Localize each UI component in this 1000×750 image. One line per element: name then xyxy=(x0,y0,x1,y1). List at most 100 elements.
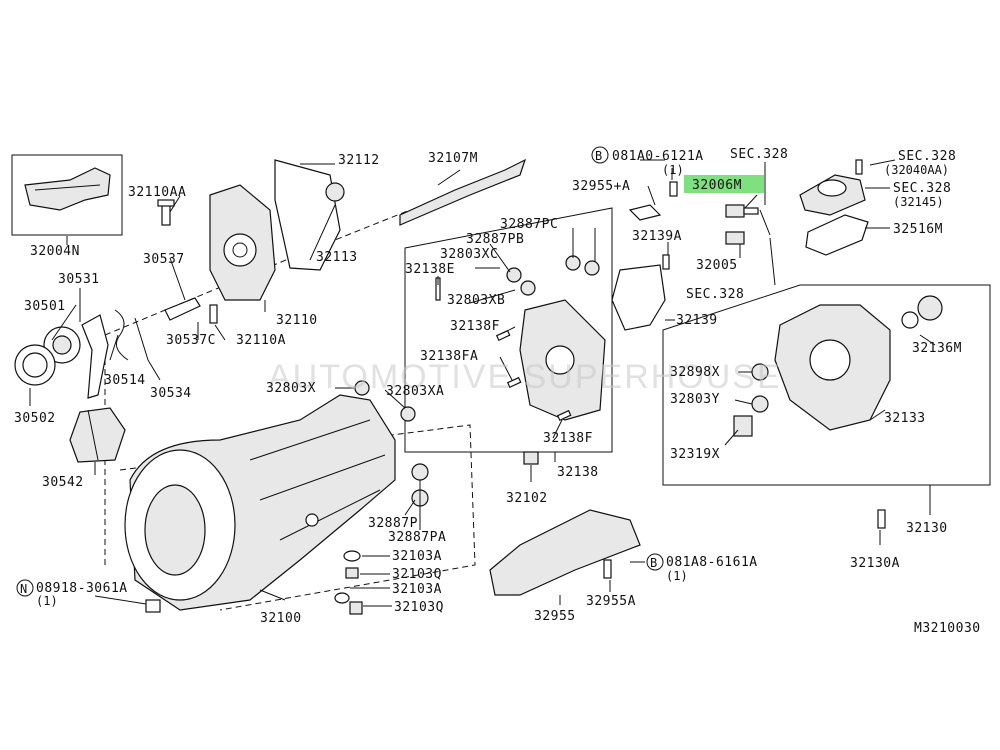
label-32955: 32955 xyxy=(534,609,576,624)
label-32004N: 32004N xyxy=(30,244,80,259)
circle-N-08918: N xyxy=(16,579,34,597)
label-32803Y: 32803Y xyxy=(670,392,720,407)
label-32138: 32138 xyxy=(557,465,599,480)
washer-32103A-a xyxy=(343,550,361,562)
adapter-plate-32138 xyxy=(519,299,606,421)
label-32103Q-b: 32103Q xyxy=(394,600,444,615)
transmission-housing-32100 xyxy=(124,394,396,611)
gasket-32112 xyxy=(274,159,341,271)
label-32110: 32110 xyxy=(276,313,318,328)
nut-08918 xyxy=(145,599,161,613)
label-32110A: 32110A xyxy=(236,333,286,348)
box-32130-group xyxy=(662,284,991,486)
cover-sec328 xyxy=(799,174,866,216)
label-30501: 30501 xyxy=(24,299,66,314)
pin-32138F-b xyxy=(556,409,572,422)
label-32103A-b: 32103A xyxy=(392,582,442,597)
seal-32136M xyxy=(901,295,943,329)
bushing-32803XA xyxy=(400,406,416,422)
label-32887PA: 32887PA xyxy=(388,530,446,545)
label-32803XA: 32803XA xyxy=(386,384,444,399)
label-32100: 32100 xyxy=(260,611,302,626)
label-32955A: 32955A xyxy=(586,594,636,609)
label-081A0-qty: (1) xyxy=(662,163,684,177)
label-32136M: 32136M xyxy=(912,341,962,356)
bushing-32803Y xyxy=(751,395,769,413)
watermark-text: AUTOMOTIVE SUPERHOUSE xyxy=(268,358,782,396)
boot-30542 xyxy=(69,407,126,463)
fork-30531 xyxy=(81,314,109,399)
label-sec328-c: SEC.328 xyxy=(893,181,951,196)
oil-gutter-32955 xyxy=(489,509,641,596)
switch-32005 xyxy=(725,231,745,245)
plug-32103Q-a xyxy=(345,567,359,579)
bushing-32319X xyxy=(733,415,753,437)
label-32803X: 32803X xyxy=(266,381,316,396)
bolt-32139A xyxy=(662,254,670,270)
label-32006M: 32006M xyxy=(692,178,742,193)
gasket-32516M xyxy=(805,214,869,256)
label-30537: 30537 xyxy=(143,252,185,267)
seal-32113 xyxy=(325,182,345,202)
label-32138F-b: 32138F xyxy=(543,431,593,446)
label-32887PC: 32887PC xyxy=(500,217,558,232)
label-sec328-d: SEC.328 xyxy=(686,287,744,302)
box-32004N xyxy=(11,154,123,236)
label-32113: 32113 xyxy=(316,250,358,265)
label-32107M: 32107M xyxy=(428,151,478,166)
magnet-32102 xyxy=(523,451,539,465)
shift-bracket-32107M xyxy=(399,158,527,226)
label-32005: 32005 xyxy=(696,258,738,273)
label-32133: 32133 xyxy=(884,411,926,426)
label-08918: 08918-3061A xyxy=(36,581,128,596)
label-30514: 30514 xyxy=(104,373,146,388)
diagram-code: M3210030 xyxy=(914,621,981,636)
label-32103Q-a: 32103Q xyxy=(392,567,442,582)
bracket-32004N xyxy=(24,167,111,211)
gasket-32139 xyxy=(611,264,666,331)
switch-32006M xyxy=(725,204,759,218)
label-32887PB: 32887PB xyxy=(466,232,524,247)
label-32803XB: 32803XB xyxy=(447,293,505,308)
circle-B-081A8: B xyxy=(646,553,664,571)
bushing-32887PA xyxy=(411,463,429,481)
svg-text:N: N xyxy=(20,582,27,596)
label-32803XC: 32803XC xyxy=(440,247,498,262)
svg-text:B: B xyxy=(595,149,602,163)
label-30534: 30534 xyxy=(150,386,192,401)
release-bearing-30501 xyxy=(43,326,81,364)
box-32138-group xyxy=(404,207,613,453)
bolt-32955A xyxy=(603,559,612,579)
label-081A8-qty: (1) xyxy=(666,569,688,583)
dash-housing xyxy=(119,424,476,611)
label-sec328-b: SEC.328 xyxy=(898,149,956,164)
label-sec328-b-ref: (32040AA) xyxy=(884,163,949,177)
label-sec328-a: SEC.328 xyxy=(730,147,788,162)
label-30531: 30531 xyxy=(58,272,100,287)
part-labels: 32004N 32110AA 32112 32107M 081A0-6121A … xyxy=(14,147,981,636)
label-32112: 32112 xyxy=(338,153,380,168)
label-081A0: 081A0-6121A xyxy=(612,149,704,164)
label-30502: 30502 xyxy=(14,411,56,426)
label-081A8: 081A8-6161A xyxy=(666,555,758,570)
svg-text:B: B xyxy=(650,556,657,570)
rod-30534 xyxy=(134,317,149,361)
plug-32103Q-b xyxy=(349,601,363,615)
label-32138F-a: 32138F xyxy=(450,319,500,334)
label-32138FA: 32138FA xyxy=(420,349,478,364)
bolt-081A0 xyxy=(669,181,678,197)
bolt-32130A xyxy=(877,509,886,529)
seal-30502 xyxy=(14,344,56,386)
bushings-32803XC xyxy=(506,267,536,296)
label-32887P: 32887P xyxy=(368,516,418,531)
bushing-32803X xyxy=(354,380,370,396)
label-32103A-a: 32103A xyxy=(392,549,442,564)
bolt-32110A xyxy=(209,304,218,324)
label-32516M: 32516M xyxy=(893,222,943,237)
label-32898X: 32898X xyxy=(670,365,720,380)
pin-30537 xyxy=(164,297,201,321)
leader-lines xyxy=(29,159,936,607)
label-sec328-c-ref: (32145) xyxy=(893,195,944,209)
